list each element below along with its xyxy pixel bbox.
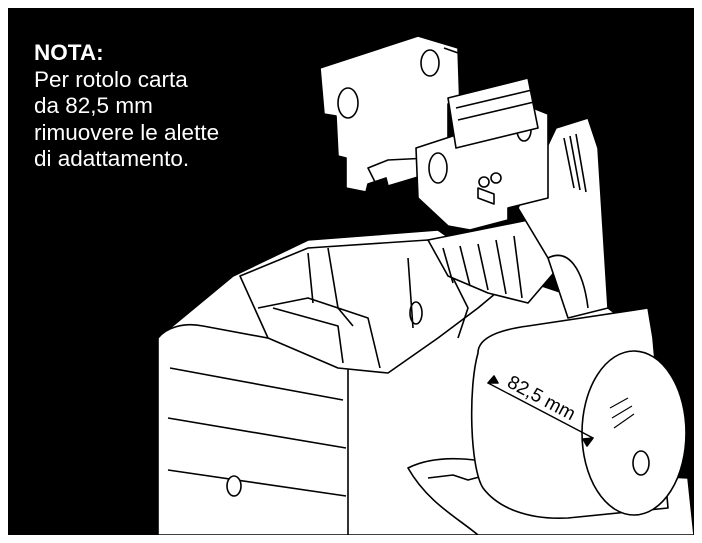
note-line-1: Per rotolo carta (34, 66, 188, 92)
adapter-tab-right (415, 97, 549, 231)
note-line-3: rimuovere le alette (34, 119, 220, 145)
printer-illustration: 82,5 mm (157, 35, 694, 535)
printer-housing (157, 229, 649, 535)
note-line-2: da 82,5 mm (34, 93, 153, 118)
paper-roll (470, 307, 687, 519)
note-box: NOTA: Per rotolo carta da 82,5 mm rimuov… (34, 40, 294, 173)
gear-row (427, 215, 559, 304)
illustration-panel: 82,5 mm NOTA: Per rotolo carta da 82,5 m… (8, 8, 694, 535)
note-title: NOTA: (34, 40, 104, 65)
note-line-4: di adattamento. (34, 146, 190, 171)
